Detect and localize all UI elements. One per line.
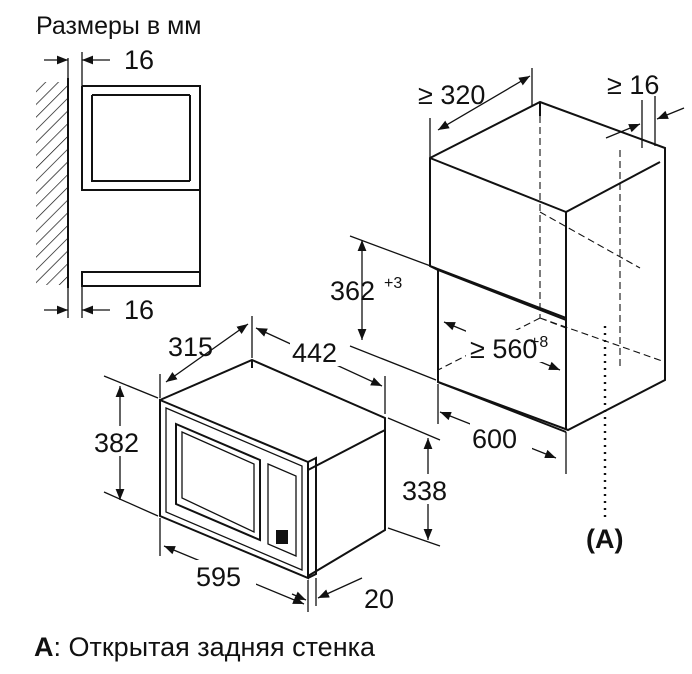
- opening-height-tolerance: +3: [384, 275, 402, 292]
- opening-depth-tolerance: +8: [530, 334, 548, 351]
- cabinet-gap-arrow-right: [656, 107, 685, 120]
- cabinet-depth-label: 600: [472, 424, 517, 454]
- footnote-text: : Открытая задняя стенка: [54, 632, 377, 662]
- appliance-depth-inner-label: 315: [168, 332, 213, 362]
- appliance-depth-inner-arrow: [165, 323, 249, 383]
- upper-cabinet-side: [81, 85, 201, 278]
- rear-marker-label: (A): [586, 524, 623, 554]
- front-thickness-arrow-left: [291, 591, 307, 601]
- wall-detail: 16 16: [36, 45, 201, 325]
- cabinet-gap-label: ≥ 16: [607, 70, 659, 100]
- cabinet-upper-box: [429, 100, 666, 432]
- opening-height-label: 362: [330, 276, 375, 306]
- body-height-label: 338: [402, 476, 447, 506]
- appliance-depth-total-label: 442: [292, 338, 337, 368]
- cabinet-width-arrow: [437, 75, 531, 131]
- front-width-label: 595: [196, 562, 241, 592]
- gap-top-label: 16: [124, 45, 154, 75]
- front-height-label: 382: [94, 428, 139, 458]
- microwave: 315 442 382 338 595 20: [92, 316, 460, 614]
- wall-hatching: [36, 82, 68, 285]
- gap-bottom-label: 16: [124, 295, 154, 325]
- diagram-title: Размеры в мм: [36, 12, 201, 40]
- microwave-door-window: [175, 422, 261, 542]
- footnote-key: A: [34, 632, 54, 662]
- front-thickness-arrow-right: [317, 577, 363, 599]
- cabinet-gap-arrow-left: [605, 123, 641, 139]
- footnote: A: Открытая задняя стенка: [34, 632, 376, 662]
- opening-depth-label: ≥ 560: [470, 334, 537, 364]
- front-thickness-label: 20: [364, 584, 394, 614]
- cabinet: (A) ≥ 320 ≥ 16 362 +3 ≥ 560 +8 600: [330, 68, 685, 554]
- cabinet-width-label: ≥ 320: [418, 80, 485, 110]
- microwave-body: [159, 358, 386, 577]
